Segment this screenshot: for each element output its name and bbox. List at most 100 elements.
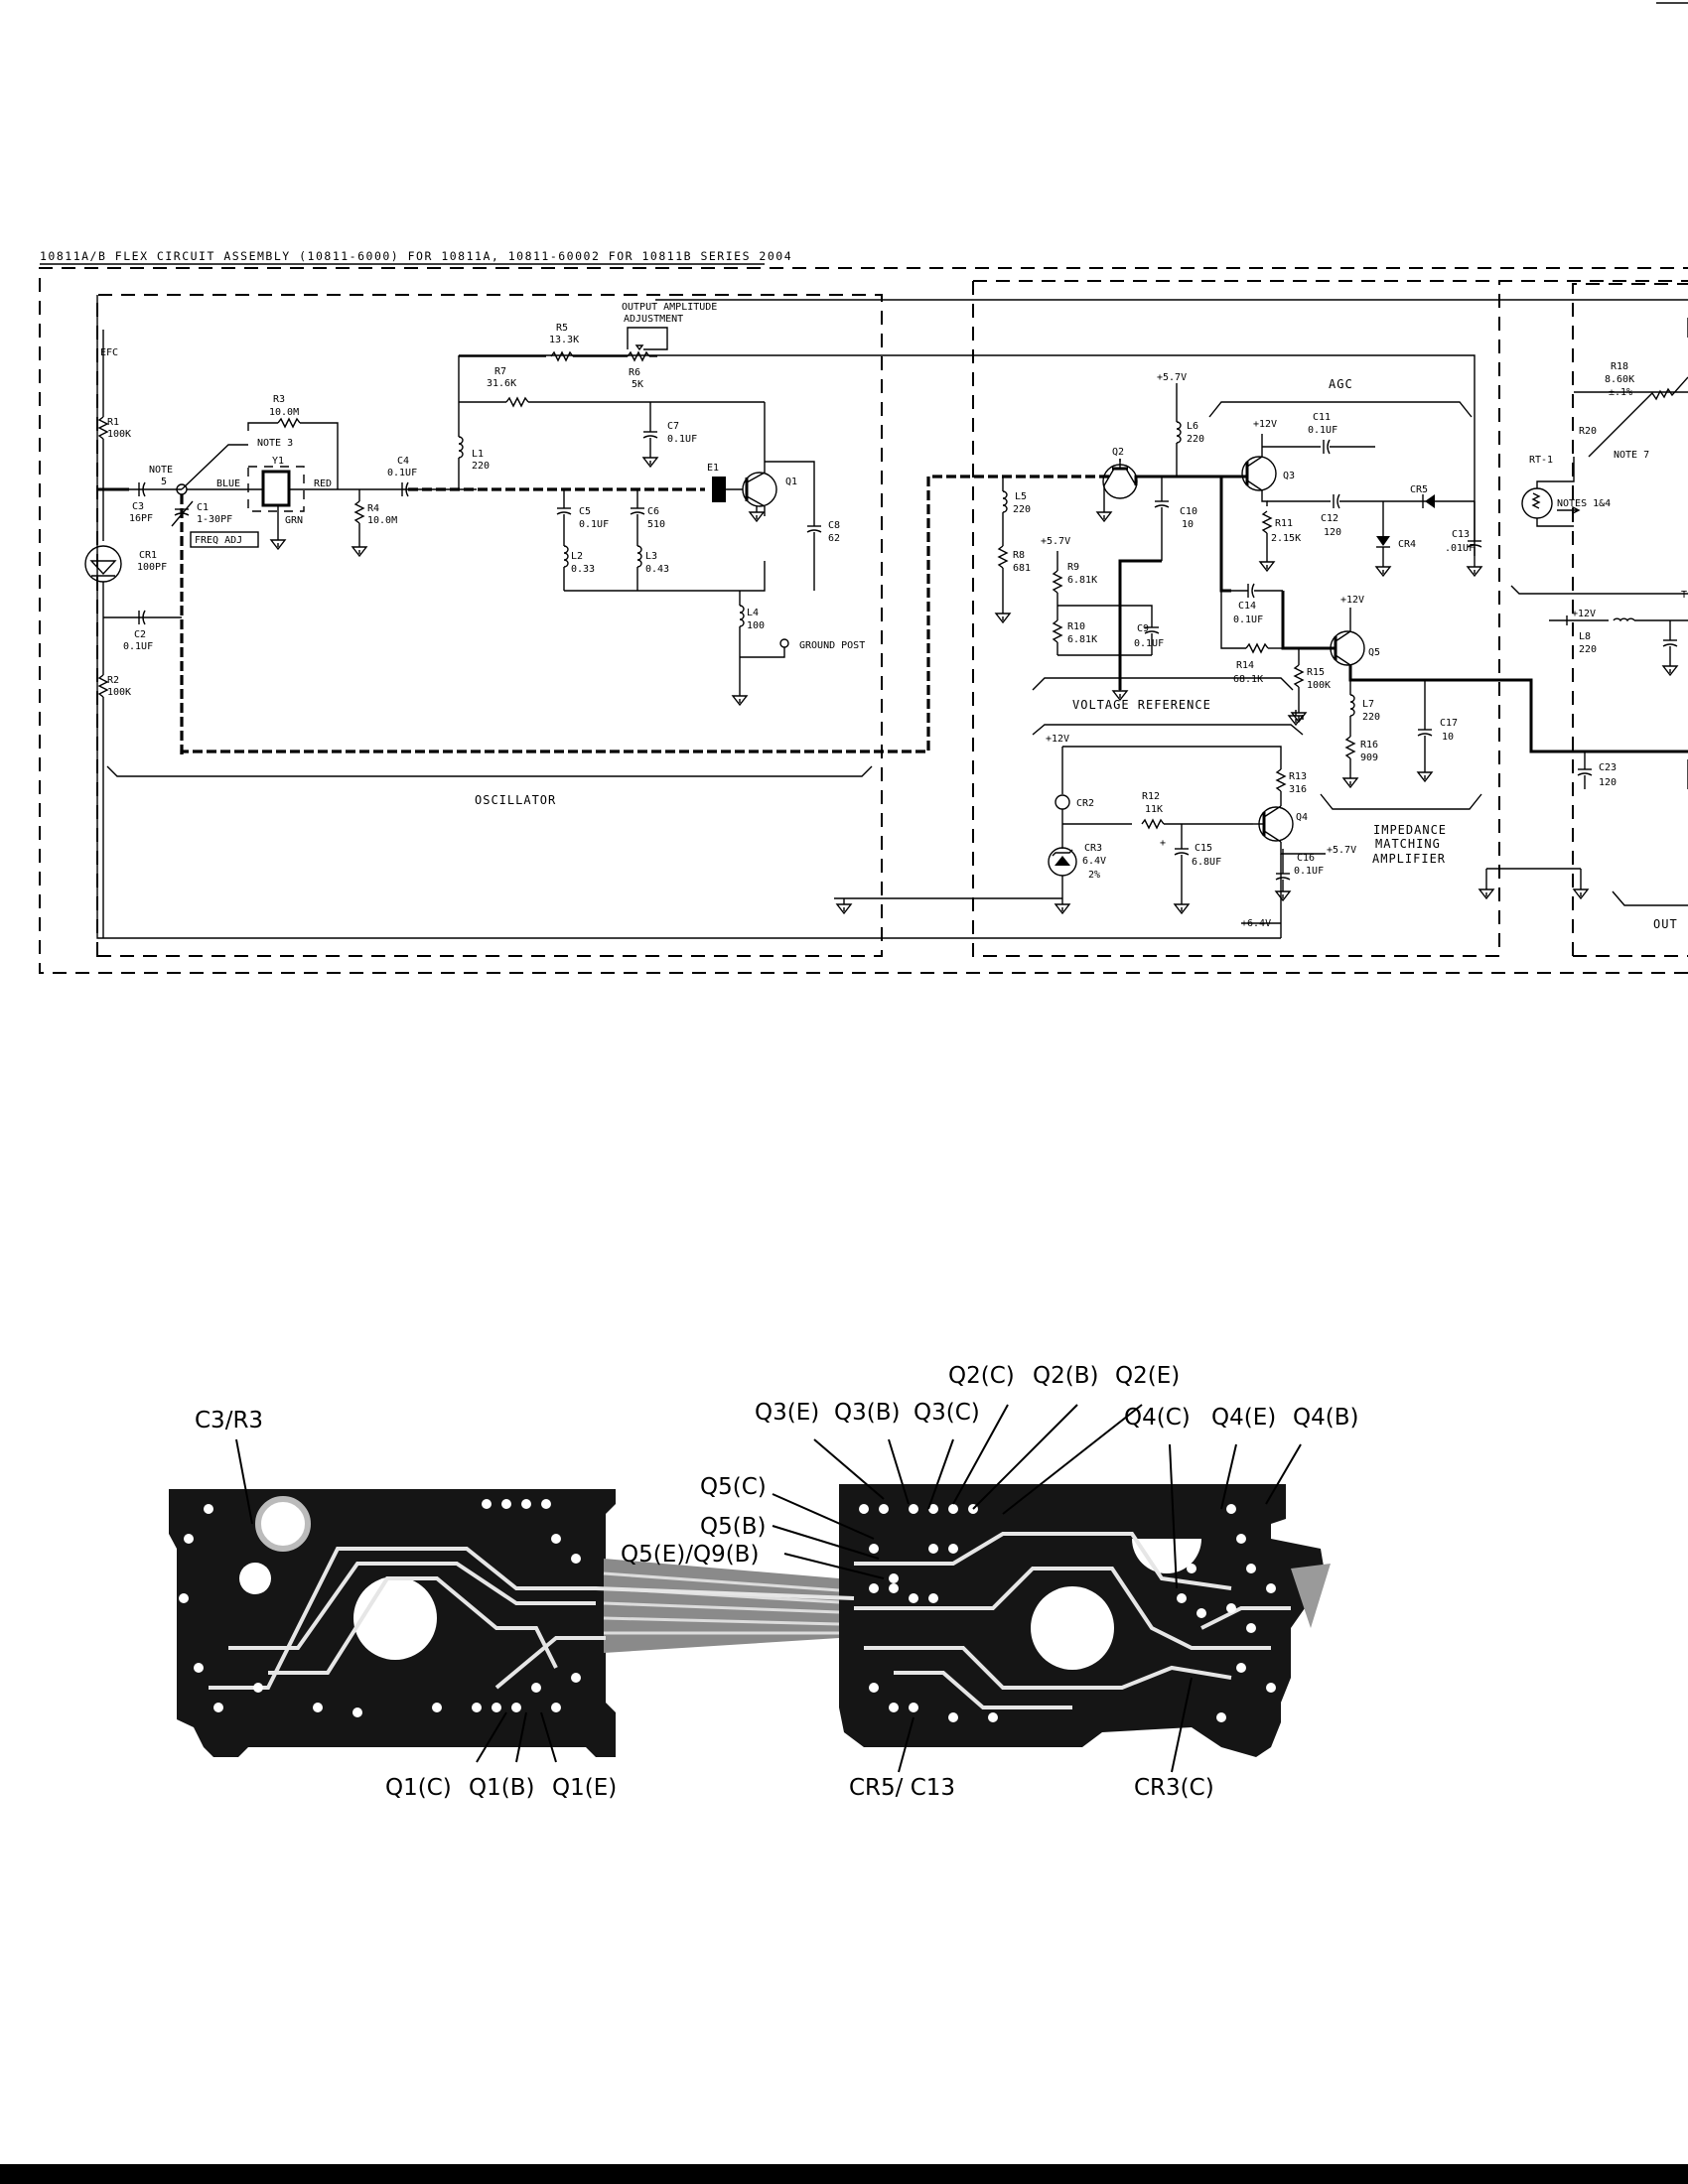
svg-text:220: 220 — [1362, 712, 1380, 723]
svg-text:Q3: Q3 — [1283, 471, 1295, 481]
bottom-edge-band — [0, 2164, 1688, 2184]
capacitor-c11 — [1323, 439, 1331, 455]
svg-text:316: 316 — [1289, 784, 1307, 795]
svg-text:909: 909 — [1360, 752, 1378, 763]
svg-text:120: 120 — [1324, 527, 1341, 538]
svg-text:C12: C12 — [1321, 513, 1338, 524]
svg-text:120: 120 — [1599, 777, 1617, 788]
svg-text:1-30PF: 1-30PF — [197, 514, 232, 525]
resistor-r16 — [1345, 736, 1355, 759]
svg-text:2.15K: 2.15K — [1271, 533, 1301, 544]
svg-text:L7: L7 — [1362, 699, 1374, 710]
svg-text:C10: C10 — [1180, 506, 1197, 517]
callout-q4-c: Q4(C) — [1124, 1405, 1191, 1431]
capacitor-c8 — [806, 525, 822, 533]
resistor-r2 — [98, 674, 108, 698]
svg-text:0.1UF: 0.1UF — [387, 468, 417, 478]
svg-text:L1: L1 — [472, 449, 484, 460]
callout-q1-c: Q1(C) — [385, 1775, 452, 1801]
svg-text:100K: 100K — [107, 687, 131, 698]
svg-text:C9: C9 — [1137, 623, 1149, 634]
svg-text:CR1: CR1 — [139, 550, 157, 561]
svg-text:+12V: +12V — [1253, 419, 1277, 430]
capacitor-c16 — [1275, 873, 1291, 881]
pcb-mounting-hole-left — [353, 1576, 437, 1660]
svg-text:100K: 100K — [1307, 680, 1331, 691]
pcb-mounting-hole-right — [1031, 1586, 1114, 1670]
callout-q5-e-q9-b: Q5(E)/Q9(B) — [621, 1542, 759, 1568]
svg-text:E1: E1 — [707, 463, 719, 474]
svg-text:0.1UF: 0.1UF — [1294, 866, 1324, 877]
callout-q4-e: Q4(E) — [1211, 1405, 1276, 1431]
inductor-l3 — [636, 545, 642, 568]
capacitor-c17 — [1417, 729, 1433, 737]
resistor-r11 — [1262, 510, 1272, 534]
svg-text:R18: R18 — [1611, 361, 1628, 372]
svg-text:0.1UF: 0.1UF — [579, 519, 609, 530]
ground-return — [96, 295, 1221, 939]
right-boundary — [1572, 283, 1688, 956]
svg-text:NOTE: NOTE — [149, 465, 173, 476]
svg-text:FREQ ADJ: FREQ ADJ — [195, 535, 242, 546]
svg-text:R4: R4 — [367, 503, 379, 514]
svg-text:C1: C1 — [197, 502, 209, 513]
svg-text:C6: C6 — [647, 506, 659, 517]
svg-text:IMPEDANCE: IMPEDANCE — [1373, 823, 1447, 837]
svg-text:+12V: +12V — [1340, 595, 1364, 606]
svg-text:+: + — [1160, 838, 1166, 849]
svg-text:0.1UF: 0.1UF — [1134, 638, 1164, 649]
resistor-r4 — [354, 500, 364, 524]
svg-text:R6: R6 — [629, 367, 640, 378]
capacitor-c21-partial — [1662, 639, 1678, 647]
svg-text:R3: R3 — [273, 394, 285, 405]
svg-text:+6.4V: +6.4V — [1241, 918, 1271, 929]
inductor-l5 — [1002, 490, 1008, 513]
svg-text:C7: C7 — [667, 421, 679, 432]
svg-text:AMPLIFIER: AMPLIFIER — [1372, 852, 1446, 866]
svg-text:R9: R9 — [1067, 562, 1079, 573]
crystal-y1 — [261, 470, 291, 507]
svg-text:L4: L4 — [747, 608, 759, 618]
svg-text:220: 220 — [472, 461, 490, 472]
svg-text:6.81K: 6.81K — [1067, 634, 1097, 645]
callout-cr3-c: CR3(C) — [1134, 1775, 1214, 1801]
svg-text:ADJUSTMENT: ADJUSTMENT — [624, 314, 683, 325]
current-regulator-cr2 — [1055, 794, 1070, 810]
svg-text:GROUND POST: GROUND POST — [799, 640, 865, 651]
callout-q1-b: Q1(B) — [469, 1775, 534, 1801]
svg-text:6.4V: 6.4V — [1082, 856, 1106, 867]
svg-text:5: 5 — [161, 477, 167, 487]
svg-text:CR5: CR5 — [1410, 484, 1428, 495]
signal-bus — [180, 475, 1112, 754]
diode-cr4 — [1376, 536, 1390, 546]
schematic: 10811A/B FLEX CIRCUIT ASSEMBLY (10811-60… — [39, 2, 1688, 974]
svg-text:0.33: 0.33 — [571, 564, 595, 575]
svg-text:0.1UF: 0.1UF — [123, 641, 153, 652]
svg-text:681: 681 — [1013, 563, 1031, 574]
callout-q2-e: Q2(E) — [1115, 1363, 1180, 1389]
capacitor-c23 — [1577, 768, 1593, 776]
svg-text:C5: C5 — [579, 506, 591, 517]
svg-text:L5: L5 — [1015, 491, 1027, 502]
svg-text:6.81K: 6.81K — [1067, 575, 1097, 586]
svg-text:C8: C8 — [828, 520, 840, 531]
svg-text:+5.7V: +5.7V — [1041, 536, 1070, 547]
callout-cr5-c13: CR5/ C13 — [849, 1775, 955, 1801]
ground-post-terminal — [779, 638, 789, 648]
svg-text:R13: R13 — [1289, 771, 1307, 782]
middle-boundary — [972, 280, 1688, 957]
callout-q5-c: Q5(C) — [700, 1474, 767, 1500]
efc-label: EFC — [100, 347, 118, 358]
svg-text:31.6K: 31.6K — [487, 378, 516, 389]
svg-text:C4: C4 — [397, 456, 409, 467]
svg-text:C3: C3 — [132, 501, 144, 512]
svg-text:L8: L8 — [1579, 631, 1591, 642]
svg-text:L2: L2 — [571, 551, 583, 562]
inductor-l8 — [1613, 617, 1635, 622]
resistor-r5 — [550, 351, 574, 361]
oscillator-label: OSCILLATOR — [475, 793, 556, 807]
inductor-l4 — [739, 605, 745, 627]
svg-text:10.0M: 10.0M — [269, 407, 299, 418]
svg-text:CR4: CR4 — [1398, 539, 1416, 550]
svg-text:220: 220 — [1013, 504, 1031, 515]
